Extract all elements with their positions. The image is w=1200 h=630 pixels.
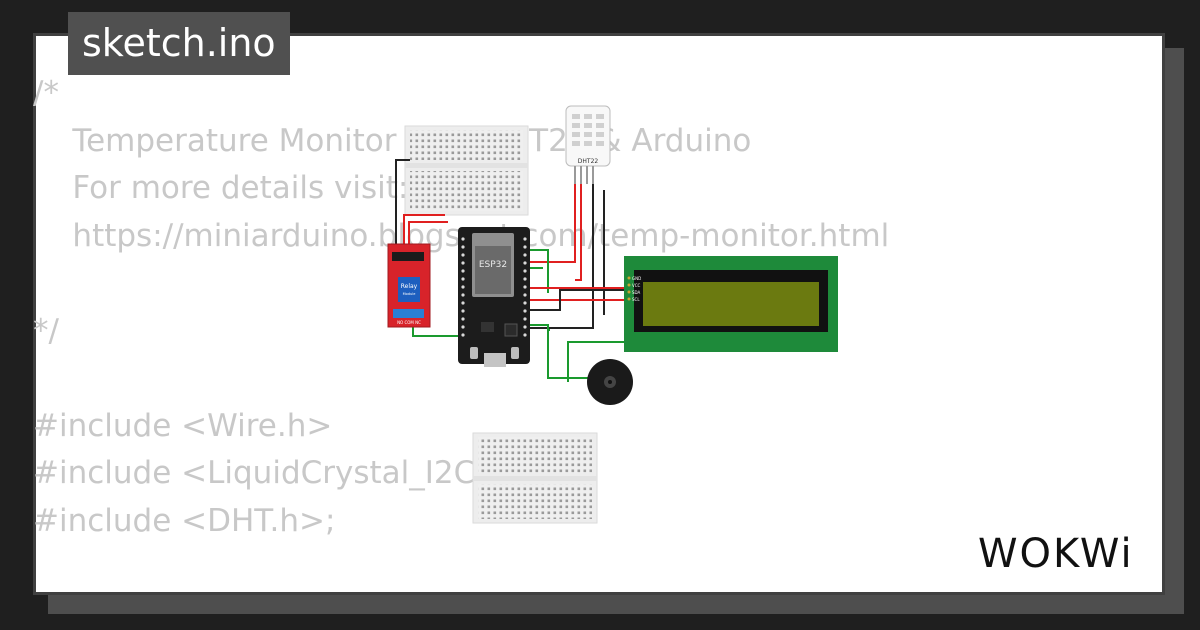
esp32-board: ESP32 <box>458 227 530 367</box>
wires <box>395 159 629 382</box>
breadboard-top <box>404 125 529 216</box>
wokwi-logo-text: WOKWi <box>978 531 1134 576</box>
code-line: #include <DHT.h>; <box>33 502 336 539</box>
relay-sublabel: Module <box>403 292 416 296</box>
lcd-pin-scl: SCL <box>632 297 640 302</box>
dht22-label: DHT22 <box>578 158 599 165</box>
file-tab[interactable]: sketch.ino <box>68 12 290 75</box>
esp32-label: ESP32 <box>479 260 507 270</box>
breadboard-bottom <box>472 432 598 524</box>
lcd-pin-gnd: GND <box>632 276 641 281</box>
lcd-display: GND VCC SDA SCL <box>624 256 838 352</box>
code-line: #include <LiquidCrystal_I2C.h> <box>33 455 531 491</box>
code-line: /* <box>33 75 59 111</box>
relay-label: Relay <box>401 283 418 290</box>
lcd-pin-sda: SDA <box>632 290 641 295</box>
relay-pins: NO COM NC <box>397 320 421 325</box>
dht22-sensor: DHT22 <box>565 105 611 184</box>
code-line: #include <Wire.h> <box>33 407 333 444</box>
relay-module: Relay Module NO COM NC <box>387 243 431 328</box>
lcd-pin-vcc: VCC <box>632 283 641 288</box>
code-line: */ <box>33 312 59 349</box>
buzzer <box>587 359 633 405</box>
wokwi-logo[interactable]: WOKWi <box>978 528 1153 576</box>
